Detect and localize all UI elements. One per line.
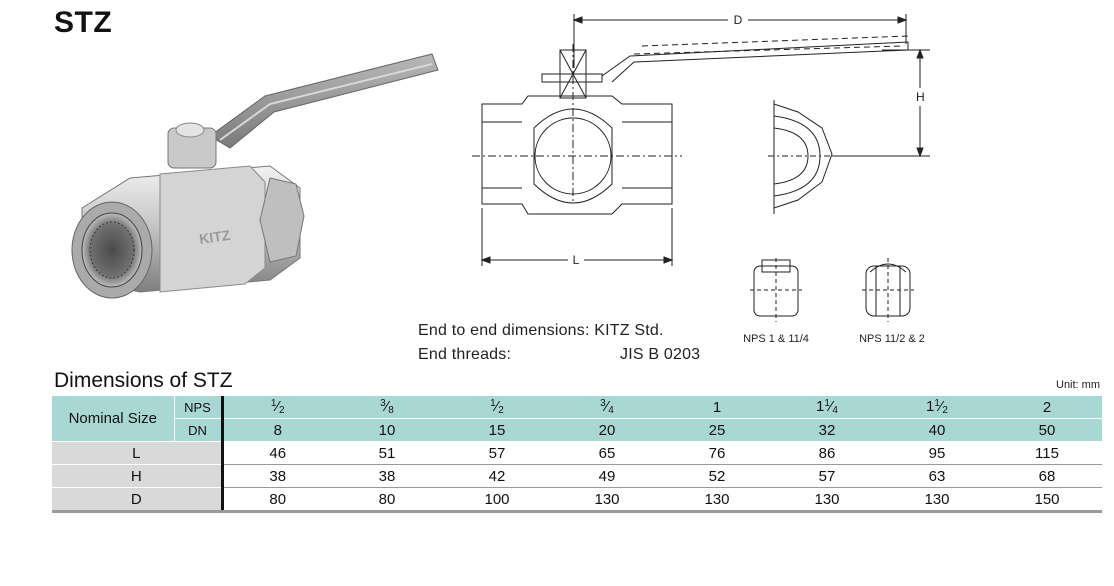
unit-label: Unit: mm	[1056, 379, 1100, 391]
nps-fraction: 11⁄4	[816, 398, 838, 416]
nps-value: 11⁄4	[772, 396, 882, 419]
nps-fraction: 1⁄2	[270, 398, 285, 416]
table-cell: 68	[992, 464, 1102, 488]
nps-fraction: 1⁄2	[490, 398, 504, 416]
nps-value: 1⁄2	[220, 396, 332, 419]
fraction-slash: ⁄	[605, 398, 609, 415]
dn-header: DN	[173, 418, 222, 442]
table-cell: 52	[662, 464, 772, 488]
nps-fraction: 1	[713, 399, 721, 416]
dn-value: 32	[772, 418, 882, 442]
table-cell: 46	[220, 441, 332, 465]
nominal-size-header: Nominal Size	[52, 396, 174, 442]
nps-value: 1	[662, 396, 772, 419]
nps-denominator: 2	[279, 405, 285, 416]
row-label: L	[52, 441, 222, 465]
table-cell: 150	[992, 487, 1102, 513]
nps-denominator: 4	[608, 405, 614, 416]
table-cell: 76	[662, 441, 772, 465]
table-cell: 49	[552, 464, 662, 488]
nps-fraction: 3⁄8	[380, 398, 394, 416]
nps-numerator: 1	[934, 398, 940, 409]
svg-text:KITZ: KITZ	[198, 227, 231, 247]
table-cell: 57	[442, 441, 552, 465]
dim-label-L: L	[573, 253, 580, 267]
nps-numerator: 1	[270, 398, 277, 409]
dn-value: 50	[992, 418, 1102, 442]
nps-value: 1⁄2	[442, 396, 552, 419]
page-title: STZ	[54, 6, 113, 39]
row-label: D	[52, 487, 222, 513]
nps-value: 3⁄8	[332, 396, 442, 419]
note-end-threads-value: JIS B 0203	[620, 346, 701, 363]
fraction-slash: ⁄	[939, 398, 943, 415]
nps-fraction: 3⁄4	[600, 398, 614, 416]
table-cell: 86	[772, 441, 882, 465]
dimension-drawing: D L H NPS 1 & 11/4 NPS 11/2 & 2	[472, 13, 930, 345]
note-end-to-end: End to end dimensions: KITZ Std.	[418, 322, 664, 339]
table-cell: 80	[332, 487, 442, 513]
dim-label-D: D	[734, 13, 743, 27]
nps-numerator: 3	[380, 398, 386, 409]
nps-value: 3⁄4	[552, 396, 662, 419]
dn-value: 10	[332, 418, 442, 442]
nps-value: 11⁄2	[882, 396, 992, 419]
nps-denominator: 8	[388, 405, 394, 416]
detail-label-left: NPS 1 & 11/4	[743, 333, 809, 345]
table-cell: 130	[882, 487, 992, 513]
table-cell: 115	[992, 441, 1102, 465]
dimensions-title: Dimensions of STZ	[54, 369, 233, 392]
dn-value: 25	[662, 418, 772, 442]
nps-value: 2	[992, 396, 1102, 419]
dim-label-H: H	[916, 90, 925, 104]
table-cell: 80	[220, 487, 332, 513]
fraction-slash: ⁄	[385, 398, 389, 415]
nps-whole: 1	[816, 398, 825, 415]
nps-header: NPS	[173, 396, 222, 419]
dn-value: 20	[552, 418, 662, 442]
nps-whole: 1	[712, 398, 722, 416]
table-cell: 130	[662, 487, 772, 513]
nps-denominator: 2	[942, 405, 948, 416]
table-cell: 38	[332, 464, 442, 488]
fraction-slash: ⁄	[276, 398, 279, 415]
table-cell: 95	[882, 441, 992, 465]
nps-numerator: 3	[600, 398, 606, 409]
table-cell: 130	[552, 487, 662, 513]
valve-photo: KITZ	[71, 53, 439, 299]
nps-fraction: 2	[1043, 399, 1051, 416]
nps-fraction: 11⁄2	[926, 398, 948, 416]
table-cell: 38	[220, 464, 332, 488]
table-cell: 130	[772, 487, 882, 513]
table-cell: 63	[882, 464, 992, 488]
row-label: H	[52, 464, 222, 488]
note-end-threads-label: End threads:	[418, 346, 512, 363]
nps-numerator: 1	[490, 398, 496, 409]
detail-label-right: NPS 11/2 & 2	[859, 333, 925, 345]
table-cell: 42	[442, 464, 552, 488]
table-cell: 51	[332, 441, 442, 465]
table-cell: 57	[772, 464, 882, 488]
table-cell: 100	[442, 487, 552, 513]
fraction-slash: ⁄	[495, 398, 499, 415]
table-cell: 65	[552, 441, 662, 465]
nps-denominator: 4	[832, 405, 838, 416]
nps-numerator: 1	[824, 398, 830, 409]
dn-value: 8	[220, 418, 332, 442]
fraction-slash: ⁄	[829, 398, 833, 415]
nps-whole: 2	[1042, 398, 1052, 416]
dn-value: 15	[442, 418, 552, 442]
dn-value: 40	[882, 418, 992, 442]
nps-denominator: 2	[498, 405, 504, 416]
nps-whole: 1	[926, 398, 935, 415]
